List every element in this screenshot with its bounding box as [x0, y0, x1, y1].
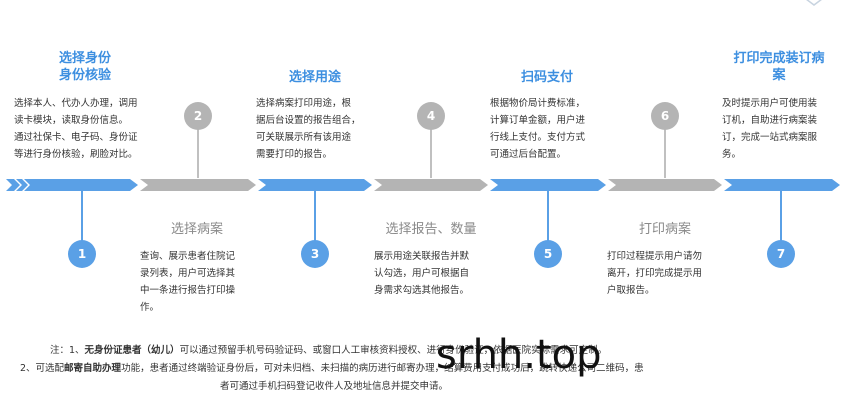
step-2-badge: 2 [184, 102, 212, 130]
step-7-connector [780, 190, 782, 242]
step-1-title: 选择身份身份核验 [58, 51, 111, 83]
step-2-title: 选择病案 [170, 222, 223, 237]
step-7-desc: 及时提示用户可使用装订机，自助进行病案装订，完成一站式病案服务。 [722, 98, 818, 160]
step-6-connector [664, 128, 666, 178]
step-5-connector [547, 190, 549, 242]
footnotes: 注：1、无身份证患者（幼儿）可以通过预留手机号码验证码、或窗口人工审核资料授权、… [20, 342, 850, 396]
step-5-badge: 5 [534, 240, 562, 268]
step-3-title: 选择用途 [288, 70, 341, 85]
step-1-connector [81, 190, 83, 242]
corner-chevron-icon [806, 0, 822, 6]
step-1-badge: 1 [68, 240, 96, 268]
footnote-2-cont: 者可通过手机扫码登记收件人及地址信息并提交申请。 [220, 381, 449, 392]
step-4-title: 选择报告、数量 [385, 222, 477, 237]
step-3-desc: 选择病案打印用途，根据后台设置的报告组合，可关联展示所有该用途需要打印的报告。 [256, 98, 361, 160]
footnote-1: 注：1、无身份证患者（幼儿）可以通过预留手机号码验证码、或窗口人工审核资料授权、… [50, 345, 608, 356]
step-4-desc: 展示用途关联报告并默认勾选，用户可根据自身需求勾选其他报告。 [374, 251, 470, 296]
step-4-badge: 4 [417, 102, 445, 130]
step-2-desc: 查询、展示患者住院记录列表，用户可选择其中一条进行报告打印操作。 [140, 251, 236, 313]
footnote-2: 2、可选配邮寄自助办理功能，患者通过终端验证身份后，可对未归档、未扫描的病历进行… [20, 363, 644, 374]
step-7-title: 打印完成装订病案 [733, 51, 825, 83]
step-6-title: 打印病案 [638, 222, 691, 237]
step-5-title: 扫码支付 [520, 70, 573, 85]
step-6-badge: 6 [651, 102, 679, 130]
watermark: srhh.top [436, 332, 602, 378]
process-arrow-band [6, 179, 840, 191]
step-7-badge: 7 [767, 240, 795, 268]
step-6-desc: 打印过程提示用户请勿离开，打印完成提示用户取报告。 [607, 251, 703, 296]
step-5-desc: 根据物价局计费标准，计算订单金额，用户进行线上支付。支付方式可通过后台配置。 [490, 98, 586, 160]
step-3-badge: 3 [301, 240, 329, 268]
step-1-desc: 选择本人、代办人办理，调用读卡模块，读取身份信息。通过社保卡、电子码、身份证等进… [14, 98, 138, 160]
step-3-connector [314, 190, 316, 242]
step-4-connector [430, 128, 432, 178]
step-2-connector [197, 128, 199, 178]
